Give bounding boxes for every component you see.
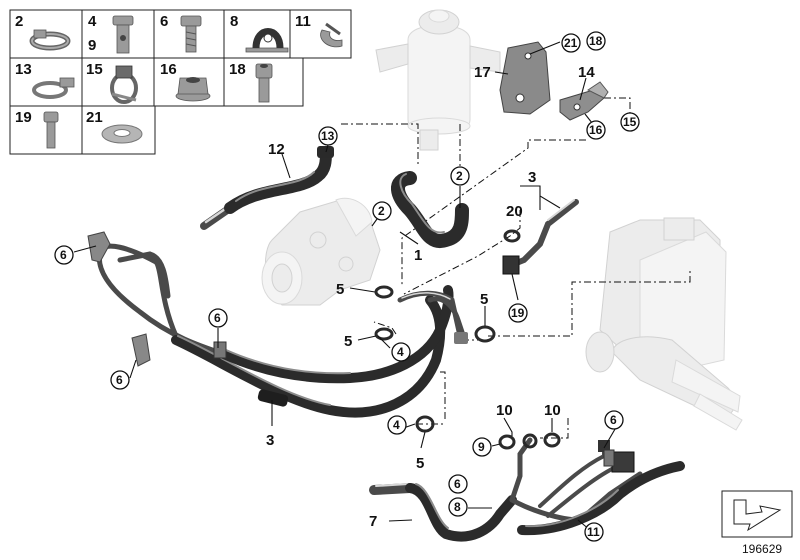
callout-7[interactable]: 7 xyxy=(369,513,377,530)
callout-20[interactable]: 20 xyxy=(506,203,523,220)
parts-table-label: 11 xyxy=(295,13,311,30)
parts-table-cell-18[interactable]: 18 xyxy=(229,61,273,103)
o-ring-5a[interactable] xyxy=(374,285,394,299)
callout-leaders xyxy=(73,41,619,531)
callout-15-circled[interactable]: 15 xyxy=(623,115,637,129)
callout-2-circled[interactable]: 2 xyxy=(456,169,463,183)
parts-table-label: 15 xyxy=(86,61,103,78)
callout-2-circled[interactable]: 2 xyxy=(378,204,385,218)
o-ring-5b[interactable] xyxy=(374,327,394,341)
callout-4-circled[interactable]: 4 xyxy=(393,418,400,432)
flange-nut-icon xyxy=(175,77,211,102)
callout-6-circled[interactable]: 6 xyxy=(214,311,221,325)
steering-gear-ghost xyxy=(585,217,743,431)
callout-5[interactable]: 5 xyxy=(336,281,344,298)
reservoir-ghost xyxy=(375,9,501,151)
callout-6-circled[interactable]: 6 xyxy=(60,248,67,262)
callout-14[interactable]: 14 xyxy=(578,64,595,81)
callout-10[interactable]: 10 xyxy=(544,402,561,419)
rubber-mount-icon xyxy=(245,28,289,53)
parts-table-label-secondary: 9 xyxy=(88,37,96,54)
callout-10[interactable]: 10 xyxy=(496,402,513,419)
parts-table-cell-21[interactable]: 21 xyxy=(86,109,143,144)
parts-table-label: 4 xyxy=(88,13,97,30)
lower-hose-assembly[interactable] xyxy=(369,437,685,542)
parts-table-cell-13[interactable]: 13 xyxy=(15,61,75,99)
hose-clamp-icon xyxy=(29,29,71,51)
callout-3[interactable]: 3 xyxy=(528,169,536,186)
parts-table-label: 6 xyxy=(160,13,168,30)
screw-clamp-icon xyxy=(110,65,138,104)
callout-5[interactable]: 5 xyxy=(480,291,488,308)
o-ring-5c[interactable] xyxy=(474,325,496,343)
parts-table-cell-6[interactable]: 6 xyxy=(160,13,202,53)
hose-clips xyxy=(87,231,615,467)
callout-17[interactable]: 17 xyxy=(474,64,491,81)
reservoir-bracket[interactable] xyxy=(499,41,551,115)
stud-bolt-icon xyxy=(43,111,59,149)
parts-table-cell-2[interactable]: 2 xyxy=(15,13,71,51)
parts-table-cell-8[interactable]: 8 xyxy=(230,13,289,53)
parts-table-label: 8 xyxy=(230,13,238,30)
o-rings xyxy=(374,229,561,450)
hex-bolt-icon xyxy=(180,15,202,53)
diagram-reference-number: 196629 xyxy=(742,542,782,556)
parts-table-cell-11[interactable]: 11 xyxy=(295,13,343,48)
parts-table-label: 16 xyxy=(160,61,177,78)
clip-icon xyxy=(320,22,343,48)
parts-table: 2 4 9 6 xyxy=(9,9,352,155)
o-ring-10a[interactable] xyxy=(522,433,538,449)
o-ring-9[interactable] xyxy=(498,434,516,450)
callout-6-circled[interactable]: 6 xyxy=(116,373,123,387)
callout-9-circled[interactable]: 9 xyxy=(478,440,485,454)
direction-arrow-icon xyxy=(721,490,793,538)
parts-table-cell-19[interactable]: 19 xyxy=(15,109,59,149)
callout-18-circled[interactable]: 18 xyxy=(589,34,603,48)
callout-labels: 1 2 2 3 3 4 4 5 5 5 5 6 6 6 6 6 7 8 9 10… xyxy=(54,31,640,542)
callout-4-circled[interactable]: 4 xyxy=(397,345,404,359)
suction-hose[interactable] xyxy=(200,146,334,230)
callout-16-circled[interactable]: 16 xyxy=(589,123,603,137)
o-ring-10b[interactable] xyxy=(543,432,561,448)
callout-8-circled[interactable]: 8 xyxy=(454,500,461,514)
callout-11-circled[interactable]: 11 xyxy=(587,525,600,539)
callout-13-circled[interactable]: 13 xyxy=(321,129,335,143)
parts-table-label: 13 xyxy=(15,61,32,78)
mounting-bracket[interactable] xyxy=(559,81,609,121)
parts-table-label: 18 xyxy=(229,61,246,78)
parts-table-cell-16[interactable]: 16 xyxy=(160,61,211,102)
callout-1[interactable]: 1 xyxy=(414,247,422,264)
pressure-pipe-20[interactable] xyxy=(502,199,579,275)
callout-6-circled[interactable]: 6 xyxy=(610,413,617,427)
socket-screw-icon xyxy=(255,63,273,103)
callout-5[interactable]: 5 xyxy=(416,455,424,472)
parts-table-label: 21 xyxy=(86,109,103,126)
parts-table-label: 2 xyxy=(15,13,23,30)
callout-21-circled[interactable]: 21 xyxy=(564,36,578,50)
callout-6-circled[interactable]: 6 xyxy=(454,477,461,491)
parts-table-cell-4-9[interactable]: 4 9 xyxy=(88,13,134,54)
o-ring-4[interactable] xyxy=(415,415,435,433)
pump-ghost xyxy=(261,197,381,306)
callout-12[interactable]: 12 xyxy=(268,141,285,158)
callout-3[interactable]: 3 xyxy=(266,432,274,449)
parts-table-label: 19 xyxy=(15,109,32,126)
callout-19-circled[interactable]: 19 xyxy=(511,306,525,320)
callout-5[interactable]: 5 xyxy=(344,333,352,350)
o-ring-20[interactable] xyxy=(503,229,521,243)
reservoir-hose[interactable] xyxy=(391,171,469,248)
banjo-bolt-icon xyxy=(112,15,134,54)
parts-table-cell-15[interactable]: 15 xyxy=(86,61,138,104)
washer-icon xyxy=(101,124,143,144)
spring-clamp-icon xyxy=(32,77,75,99)
